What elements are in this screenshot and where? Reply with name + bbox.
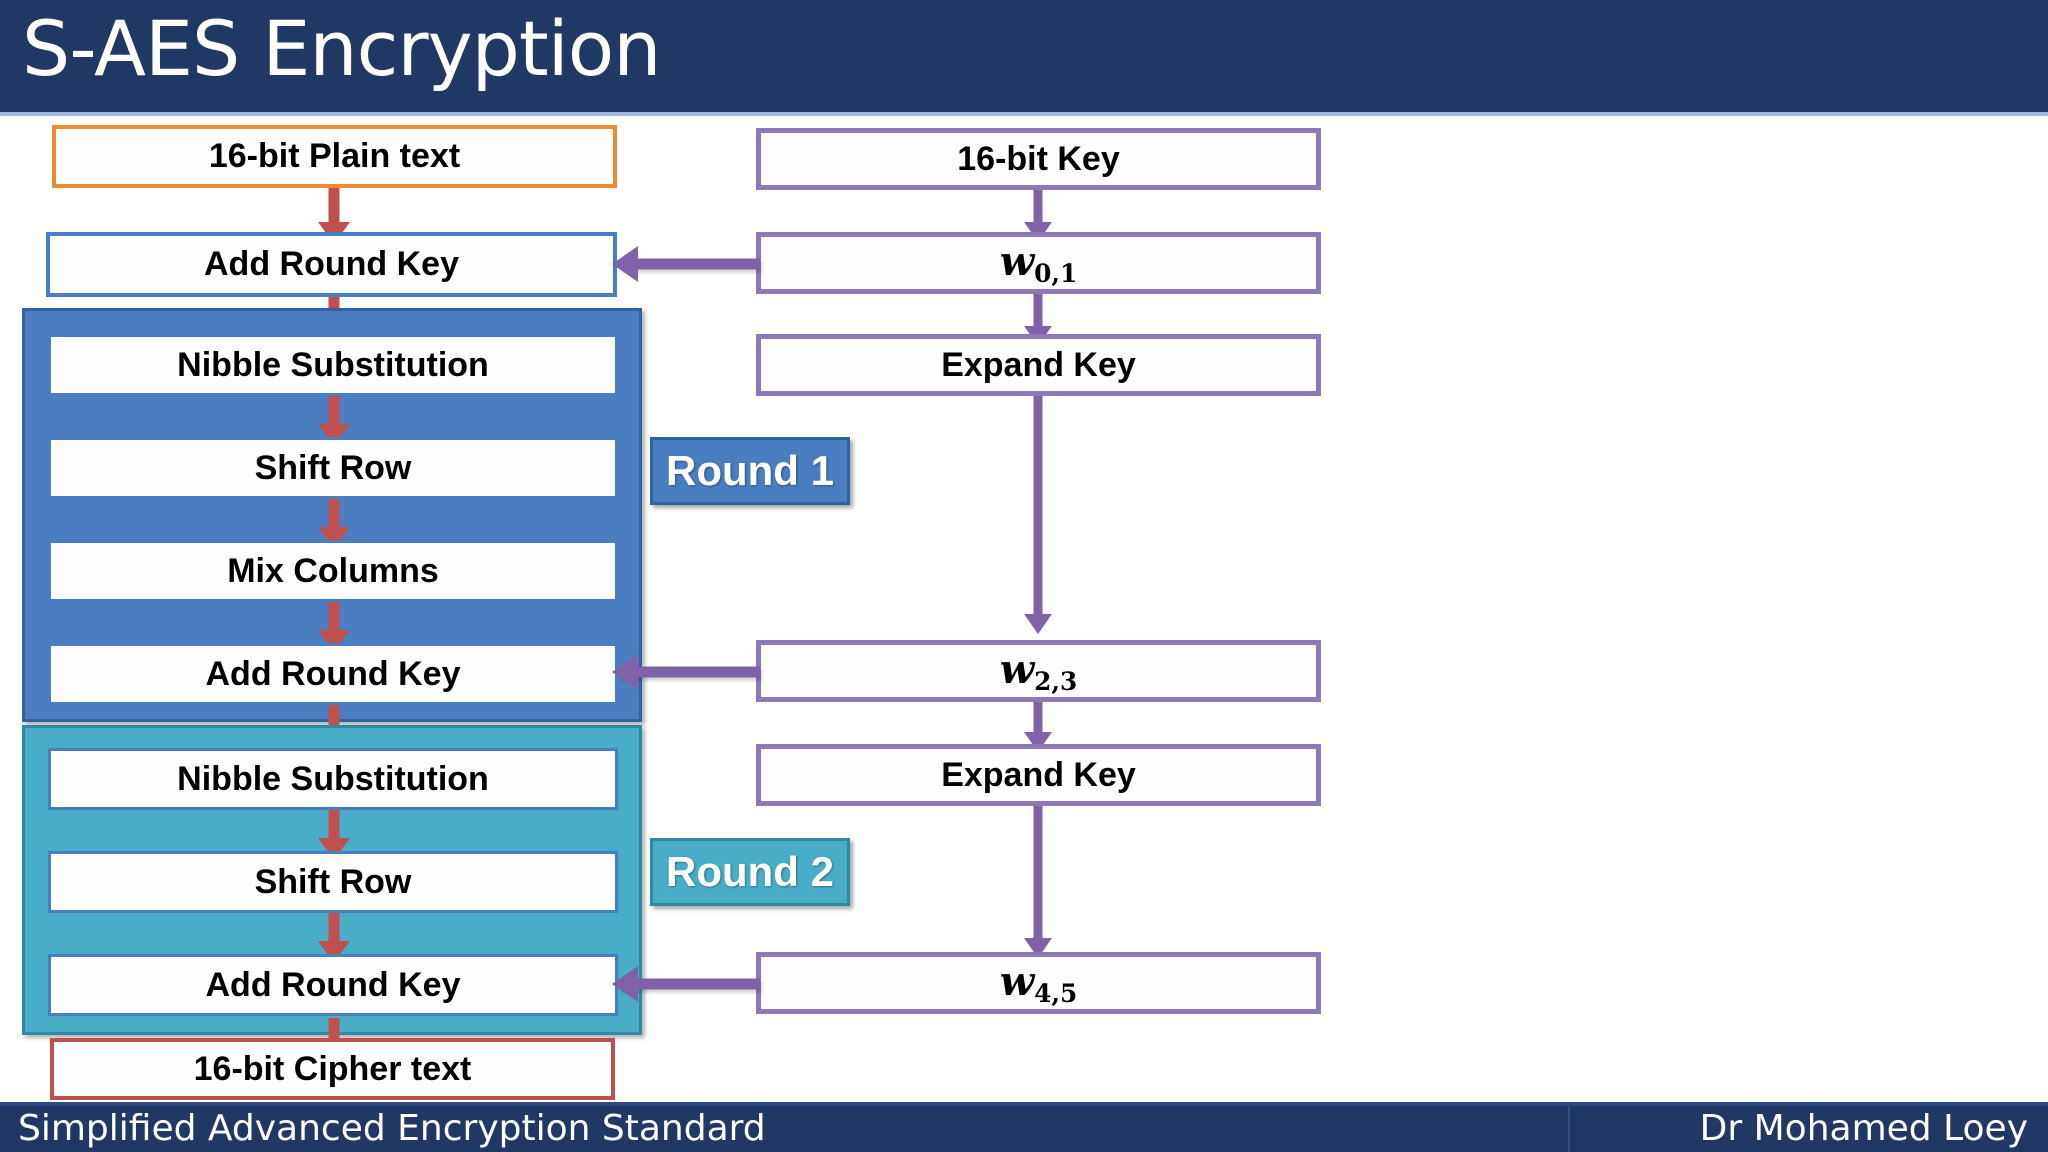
arrow-r2-shift-to-ark-shaft	[328, 913, 340, 951]
title-bar	[0, 0, 2048, 112]
arrow-w23-to-expand2-shaft	[1033, 702, 1043, 742]
plain-text-box: 16-bit Plain text	[52, 125, 617, 188]
arrow-w01-to-addroundkey-shaft	[620, 258, 760, 270]
footer-divider	[1568, 1106, 1570, 1152]
initial-add-round-key-box: Add Round Key	[46, 232, 617, 297]
footer-bar	[0, 1106, 2048, 1152]
page-title: S-AES Encryption	[22, 4, 661, 93]
cipher-text-box: 16-bit Cipher text	[50, 1038, 615, 1100]
round1-step-shift-row: Shift Row	[48, 437, 618, 499]
w01-box: w0,1	[756, 232, 1321, 294]
arrow-key-to-w01-shaft	[1033, 190, 1043, 232]
round1-badge: Round 1	[650, 437, 850, 505]
arrow-w45-to-r2-addroundkey-shaft	[620, 978, 760, 990]
arrow-r1-nibble-to-shift-shaft	[328, 396, 340, 434]
round2-step-add-round-key: Add Round Key	[48, 954, 618, 1016]
footer-top-rule	[0, 1102, 2048, 1106]
round2-step-shift-row: Shift Row	[48, 851, 618, 913]
w23-box: w2,3	[756, 640, 1321, 702]
arrow-plaintext-to-addroundkey-shaft	[328, 188, 340, 230]
round1-step-nibble-substitution: Nibble Substitution	[48, 334, 618, 396]
footer-subtitle: Simplified Advanced Encryption Standard	[18, 1108, 766, 1149]
round2-step-nibble-substitution: Nibble Substitution	[48, 748, 618, 810]
arrow-expand2-to-w45-shaft	[1033, 806, 1043, 946]
arrow-expand1-to-w23-shaft	[1033, 396, 1043, 618]
round2-badge: Round 2	[650, 838, 850, 906]
round1-step-add-round-key: Add Round Key	[48, 643, 618, 705]
arrow-expand1-to-w23-head	[1024, 614, 1052, 634]
arrow-r1-mix-to-ark-shaft	[328, 602, 340, 640]
arrow-r1-shift-to-mix-shaft	[328, 499, 340, 537]
w45-label: w4,5	[999, 958, 1078, 1008]
footer-author: Dr Mohamed Loey	[1699, 1108, 2028, 1149]
expand-key-box-2: Expand Key	[756, 744, 1321, 806]
title-underline-rule	[0, 112, 2048, 116]
arrow-w23-to-r1-addroundkey-head	[612, 654, 638, 690]
arrow-w01-to-addroundkey-head	[612, 246, 638, 282]
w45-box: w4,5	[756, 952, 1321, 1014]
round1-step-mix-columns: Mix Columns	[48, 540, 618, 602]
arrow-r2-nibble-to-shift-shaft	[328, 810, 340, 848]
arrow-w01-to-expand1-shaft	[1033, 294, 1043, 336]
expand-key-box-1: Expand Key	[756, 334, 1321, 396]
w01-label: w0,1	[999, 238, 1078, 288]
key-box: 16-bit Key	[756, 128, 1321, 190]
arrow-w23-to-r1-addroundkey-shaft	[620, 666, 760, 678]
w23-label: w2,3	[999, 646, 1078, 696]
arrow-w45-to-r2-addroundkey-head	[612, 966, 638, 1002]
